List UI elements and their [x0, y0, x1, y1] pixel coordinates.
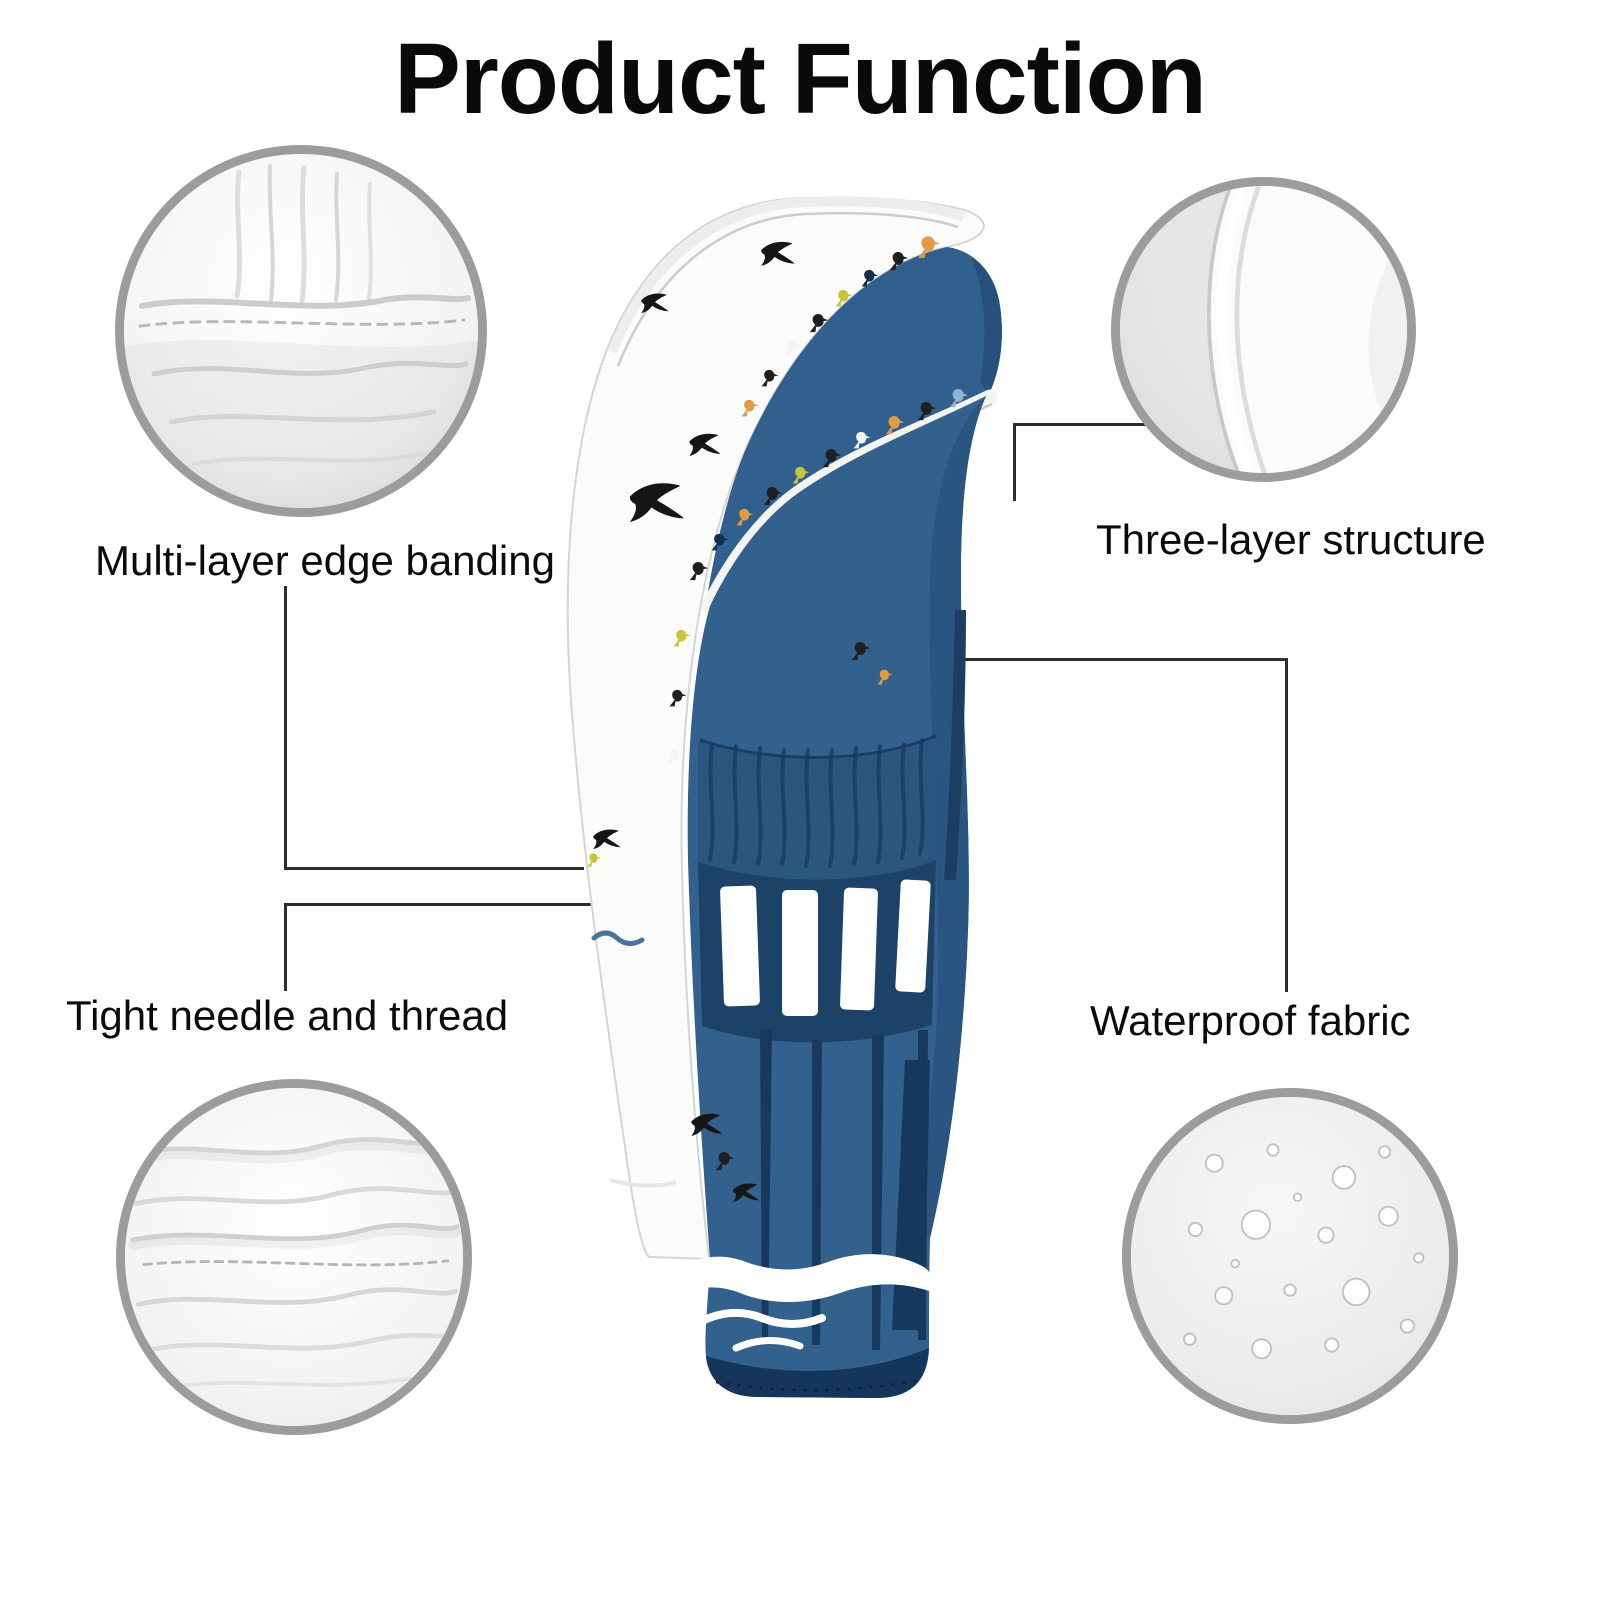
- headcover-middle-piping: [701, 389, 998, 614]
- bottom-hem: [706, 1348, 929, 1398]
- feature-label-waterproof: Waterproof fabric: [1090, 997, 1411, 1044]
- connector-needle-thread-horizontal: [284, 903, 644, 906]
- connector-three-layer-horizontal: [1013, 423, 1147, 426]
- detail-photo-three-layer: [1111, 177, 1416, 482]
- waterproof-texture: [1131, 1097, 1449, 1415]
- detail-photo-edge-banding: [115, 145, 487, 517]
- connector-edge-banding-horizontal: [284, 867, 584, 870]
- feature-label-needle-thread: Tight needle and thread: [66, 992, 509, 1039]
- water-droplets: [1183, 1143, 1425, 1360]
- detail-photo-needle-thread: [116, 1079, 472, 1435]
- elastic-gather-band: [698, 734, 938, 882]
- connector-edge-banding-vertical: [284, 586, 287, 870]
- connector-three-layer-vertical: [1013, 423, 1016, 501]
- stripe-panel: [698, 860, 936, 1043]
- feature-label-three-layer: Three-layer structure: [1096, 516, 1486, 563]
- feature-label-edge-banding: Multi-layer edge banding: [95, 537, 555, 584]
- headcover-top-blue-layer: [706, 247, 1002, 604]
- needle-thread-texture: [125, 1088, 463, 1426]
- headcover-white-flap: [566, 196, 985, 1261]
- bird-icons-middle-piping: [689, 389, 969, 581]
- bird-icons-top-edge: [741, 236, 940, 417]
- swallow-icons-flying: [593, 241, 795, 1203]
- connector-needle-thread-vertical: [284, 903, 287, 991]
- bird-icons-body: [587, 629, 893, 1171]
- artwork-waves: [652, 1254, 933, 1357]
- three-layer-texture: [1120, 186, 1407, 473]
- page-title: Product Function: [394, 23, 1207, 135]
- connector-waterproof-horizontal: [900, 658, 1288, 661]
- connector-waterproof-vertical: [1285, 658, 1288, 992]
- edge-banding-texture: [124, 154, 478, 508]
- headcover-front-body: [652, 396, 986, 1398]
- detail-photo-waterproof: [1122, 1088, 1458, 1424]
- artwork-dark-trunks: [760, 1030, 930, 1350]
